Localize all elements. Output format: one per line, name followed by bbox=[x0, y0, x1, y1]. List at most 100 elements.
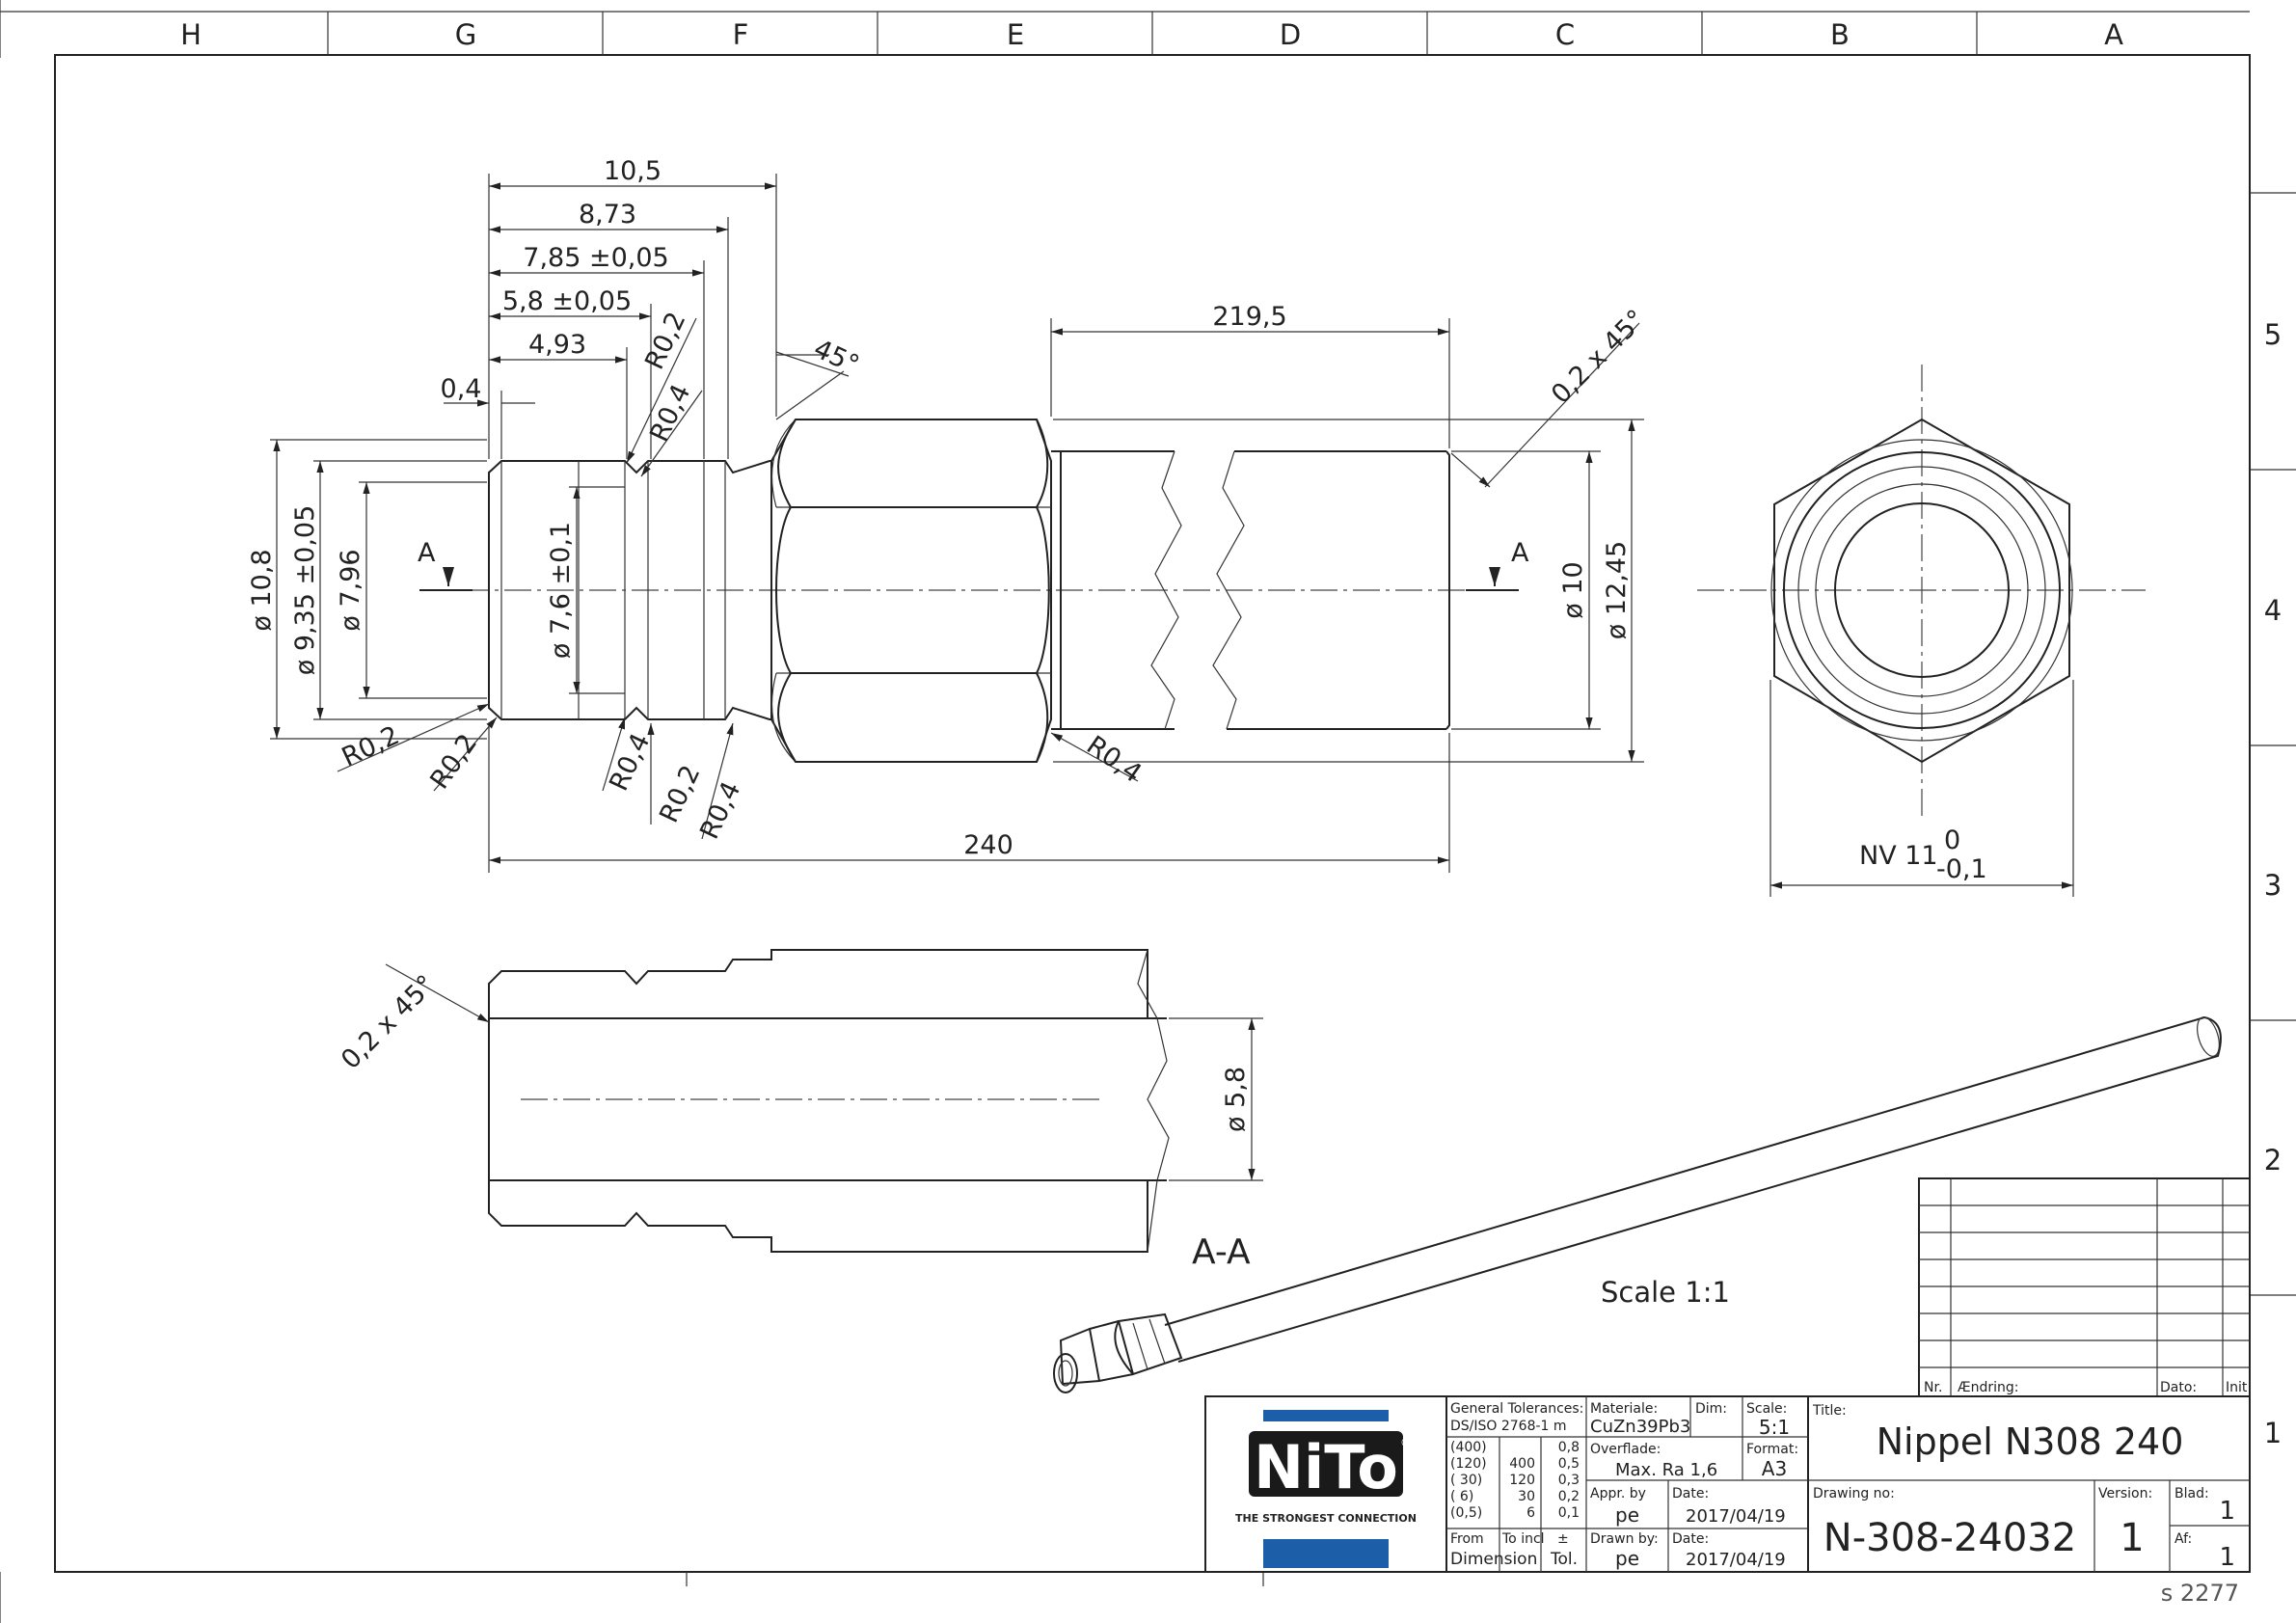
drawn-date-value: 2017/04/19 bbox=[1686, 1550, 1786, 1570]
zone-label: 1 bbox=[2264, 1417, 2282, 1449]
approved-by-label: Appr. by bbox=[1590, 1486, 1646, 1501]
dimension-diameter: ø 7,6 ±0,1 bbox=[546, 522, 576, 659]
zone-label: 5 bbox=[2264, 318, 2282, 351]
dimension-tolerance-upper: 0 bbox=[1944, 825, 1960, 855]
zone-label: A bbox=[2104, 18, 2123, 51]
tolerance-from: (120) bbox=[1450, 1456, 1487, 1472]
end-view-hex: NV 11 0 -0,1 bbox=[1697, 365, 2146, 897]
scale-value: 5:1 bbox=[1759, 1416, 1790, 1439]
tolerance-from: ( 30) bbox=[1450, 1473, 1482, 1488]
zone-labels-right: 5 4 3 2 1 bbox=[2264, 318, 2282, 1449]
zone-label: G bbox=[455, 18, 476, 51]
tol-label: Tol. bbox=[1550, 1550, 1578, 1569]
format-value: A3 bbox=[1762, 1457, 1787, 1480]
company-logo: NiTo ® THE STRONGEST CONNECTION bbox=[1235, 1410, 1417, 1568]
surface-label: Overflade: bbox=[1590, 1442, 1661, 1457]
surface-value: Max. Ra 1,6 bbox=[1615, 1460, 1717, 1480]
title-label: Title: bbox=[1812, 1403, 1847, 1419]
version-value: 1 bbox=[2120, 1516, 2144, 1560]
material-label: Materiale: bbox=[1590, 1401, 1658, 1417]
dimension-chamfer: 0,2 x 45° bbox=[336, 969, 442, 1075]
front-view: A A 10,5 8,73 7,85 ±0,05 5,8 ±0,05 4,93 … bbox=[247, 156, 1652, 873]
zone-label: B bbox=[1830, 18, 1850, 51]
logo-wordmark: NiTo bbox=[1254, 1432, 1398, 1502]
tolerance-value: 0,8 bbox=[1558, 1440, 1580, 1455]
zone-label: E bbox=[1007, 18, 1024, 51]
dimension-diameter: ø 5,8 bbox=[1221, 1067, 1251, 1132]
tolerance-to: 120 bbox=[1509, 1473, 1535, 1488]
drawn-by-label: Drawn by: bbox=[1590, 1531, 1659, 1547]
zone-label: C bbox=[1555, 18, 1575, 51]
isometric-view bbox=[1053, 1015, 2222, 1393]
dimension-radius: R0,4 bbox=[694, 777, 746, 844]
sheet-value: 1 bbox=[2219, 1497, 2235, 1526]
approved-by-value: pe bbox=[1615, 1503, 1639, 1527]
dimension-length: 8,73 bbox=[579, 200, 636, 230]
footer-code: s 2277 bbox=[2161, 1580, 2239, 1607]
tolerance-to: 400 bbox=[1509, 1456, 1535, 1472]
dimension-length: 5,8 ±0,05 bbox=[502, 286, 632, 316]
drawing-number-label: Drawing no: bbox=[1813, 1486, 1895, 1501]
tolerances-standard: DS/ISO 2768-1 m bbox=[1450, 1419, 1567, 1434]
title-block: NiTo ® THE STRONGEST CONNECTION General … bbox=[1204, 1395, 2251, 1573]
dimension-length: 0,4 bbox=[441, 374, 482, 404]
revision-date-header: Dato: bbox=[2160, 1380, 2197, 1395]
zone-label: 3 bbox=[2264, 869, 2282, 902]
dimension-radius: R0,2 bbox=[639, 308, 691, 374]
dimension-diameter: ø 12,45 bbox=[1602, 541, 1632, 639]
dim-label: Dim: bbox=[1695, 1401, 1727, 1417]
approved-date-label: Date: bbox=[1672, 1486, 1709, 1501]
drawing-title: Nippel N308 240 bbox=[1877, 1420, 2184, 1463]
dimension-diameter: ø 10 bbox=[1558, 561, 1588, 618]
sheet-label: Blad: bbox=[2174, 1486, 2209, 1501]
section-mark: A bbox=[418, 538, 436, 568]
section-title: A-A bbox=[1192, 1232, 1251, 1272]
tolerance-value: 0,5 bbox=[1558, 1456, 1580, 1472]
drawing-number: N-308-24032 bbox=[1823, 1516, 2076, 1560]
dimension-diameter: ø 10,8 bbox=[247, 549, 277, 631]
dimension-length: 7,85 ±0,05 bbox=[523, 243, 668, 273]
sheet-of-label: Af: bbox=[2174, 1531, 2192, 1547]
dimension-length: 4,93 bbox=[528, 330, 586, 360]
sheet-of-value: 1 bbox=[2219, 1543, 2235, 1572]
tolerance-value: 0,1 bbox=[1558, 1505, 1580, 1521]
dimension-diameter: ø 7,96 bbox=[336, 549, 365, 631]
dimension-radius: R0,2 bbox=[338, 720, 404, 772]
revision-block: Nr. Ændring: Dato: Init bbox=[1918, 1177, 2251, 1397]
dimension-radius: R0,2 bbox=[654, 761, 706, 827]
plus-minus-label: ± bbox=[1557, 1531, 1569, 1547]
dimension-length: 219,5 bbox=[1212, 302, 1286, 332]
scale-note: Scale 1:1 bbox=[1601, 1276, 1730, 1309]
tolerances-label: General Tolerances: bbox=[1450, 1401, 1583, 1417]
logo-slogan: THE STRONGEST CONNECTION bbox=[1235, 1512, 1417, 1525]
drawn-date-label: Date: bbox=[1672, 1531, 1709, 1547]
from-label: From bbox=[1450, 1531, 1484, 1547]
zone-label: F bbox=[733, 18, 749, 51]
tolerance-from: ( 6) bbox=[1450, 1489, 1473, 1504]
material-value: CuZn39Pb3 bbox=[1590, 1417, 1690, 1437]
dimension-tolerance-lower: -0,1 bbox=[1936, 854, 1987, 884]
dimension-length: 240 bbox=[963, 830, 1013, 860]
tolerance-value: 0,3 bbox=[1558, 1473, 1580, 1488]
zone-label: 4 bbox=[2264, 594, 2282, 627]
tolerance-value: 0,2 bbox=[1558, 1489, 1580, 1504]
dimension-radius: R0,4 bbox=[644, 380, 696, 446]
zone-label: H bbox=[180, 18, 202, 51]
zone-labels-top: H G F E D C B A bbox=[180, 18, 2123, 51]
dimension-diameter: ø 9,35 ±0,05 bbox=[290, 505, 320, 676]
dimension-angle: 45° bbox=[809, 334, 863, 380]
scale-label: Scale: bbox=[1746, 1401, 1787, 1417]
dimension-length: 10,5 bbox=[604, 156, 662, 186]
section-mark: A bbox=[1511, 538, 1529, 568]
drawn-by-value: pe bbox=[1615, 1547, 1639, 1570]
dimension-label: Dimension bbox=[1450, 1550, 1537, 1569]
version-label: Version: bbox=[2098, 1486, 2152, 1501]
dimension-chamfer: 0,2 x 45° bbox=[1546, 304, 1652, 410]
logo-registered-mark: ® bbox=[1400, 1436, 1412, 1449]
revision-init-header: Init bbox=[2226, 1380, 2248, 1395]
tolerance-from: (0,5) bbox=[1450, 1505, 1482, 1521]
zone-label: 2 bbox=[2264, 1144, 2282, 1177]
dimension-across-flats: NV 11 bbox=[1859, 841, 1938, 871]
